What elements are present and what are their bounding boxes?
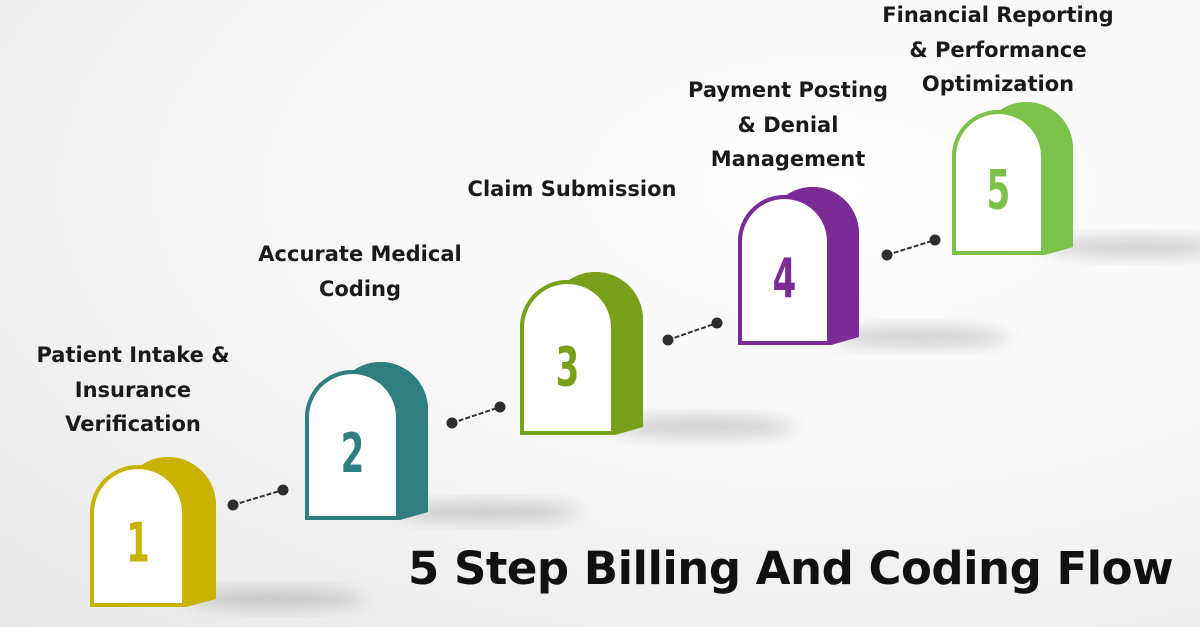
step-number: 5 — [987, 159, 1011, 222]
connector-dot — [277, 484, 289, 496]
connector — [662, 317, 723, 346]
diagram-title: 5 Step Billing And Coding Flow — [408, 542, 1174, 595]
label-line: & Performance — [909, 37, 1087, 62]
stone-front-face — [309, 374, 396, 516]
stone-front-face — [742, 199, 827, 341]
step-3-label: Claim Submission — [468, 172, 677, 207]
label-line: & Denial — [737, 112, 839, 137]
connector-dot — [929, 234, 941, 246]
stone-shadow — [186, 590, 366, 608]
connector-dot — [711, 317, 723, 329]
connector — [881, 234, 941, 261]
stone-front-face — [524, 284, 611, 431]
stone-shadow — [829, 328, 1009, 346]
step-1-stone: 1 — [90, 457, 366, 608]
label-line: Payment Posting — [687, 78, 889, 102]
connector — [227, 484, 289, 511]
step-4-stone: 4 — [738, 187, 1009, 346]
connector-dot — [494, 401, 506, 413]
stone-shadow — [398, 503, 578, 521]
connector-dot — [446, 417, 458, 429]
step-number: 4 — [773, 247, 797, 310]
label-line: Insurance — [74, 377, 192, 402]
step-number: 2 — [341, 422, 365, 485]
label-line: Management — [710, 147, 866, 171]
step-5-stone: 5 — [952, 102, 1200, 256]
step-2-stone: 2 — [305, 362, 578, 521]
stone-shadow — [1043, 238, 1200, 256]
label-line: Financial Reporting — [882, 3, 1114, 27]
label-line: Verification — [65, 412, 201, 436]
connector-dot — [662, 334, 674, 346]
label-line: Optimization — [921, 72, 1075, 96]
step-3-stone: 3 — [520, 272, 793, 436]
connector — [446, 401, 506, 429]
label-line: Accurate Medical — [258, 242, 462, 266]
stone-shadow — [613, 418, 793, 436]
label-line: Claim Submission — [467, 177, 677, 201]
label-line: Coding — [318, 276, 402, 301]
connector-dot — [227, 499, 239, 511]
connector-dot — [881, 249, 893, 261]
step-number: 3 — [556, 336, 580, 399]
step-number: 1 — [126, 512, 150, 575]
stone-front-face — [94, 469, 182, 603]
label-line: Patient Intake & — [36, 343, 230, 367]
stone-front-face — [956, 114, 1041, 251]
